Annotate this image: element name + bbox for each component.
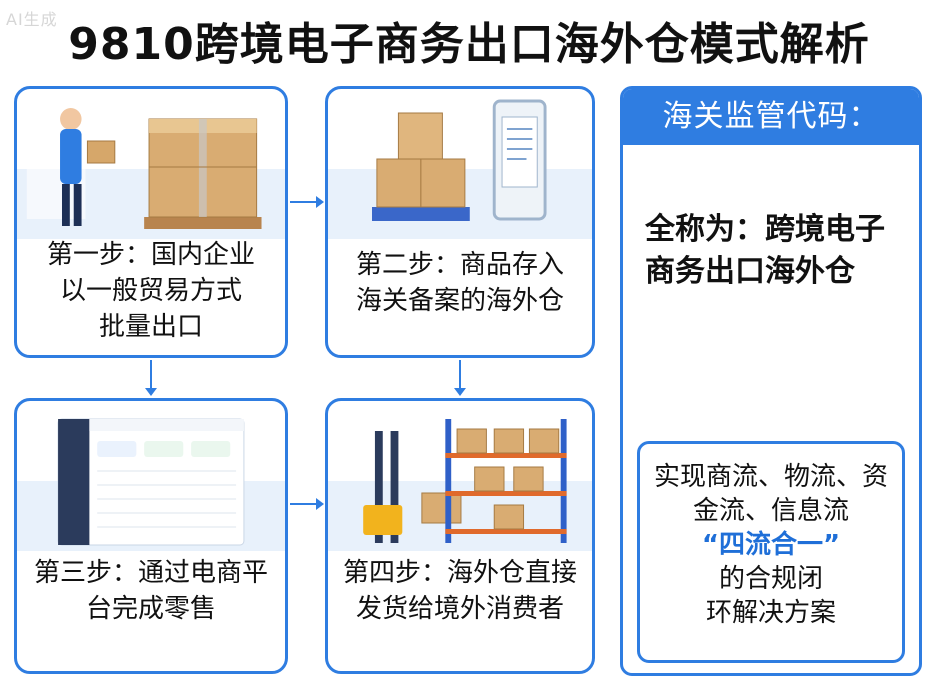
arrow-step3-to-step4 bbox=[290, 498, 324, 510]
exporter-boxes-illustration bbox=[17, 99, 285, 239]
four-flows-line-2: 金流、信息流 bbox=[692, 496, 849, 526]
full-name-line-2: 商务出口海外仓 bbox=[645, 254, 855, 289]
step-3-line-1: 第三步：通过电商平 bbox=[33, 558, 268, 588]
page-title: 9810跨境电子商务出口海外仓模式解析 bbox=[68, 19, 870, 70]
arrow-step1-to-step3 bbox=[145, 360, 157, 396]
full-name-text: 全称为：跨境电子 商务出口海外仓 bbox=[645, 209, 905, 293]
full-name-line-1: 全称为：跨境电子 bbox=[645, 212, 885, 247]
step-4-line-2: 发货给境外消费者 bbox=[355, 594, 564, 624]
step-3-card: 第三步：通过电商平 台完成零售 bbox=[14, 398, 288, 674]
watermark: AI生成 bbox=[6, 10, 58, 29]
step-1-line-1: 第一步：国内企业 bbox=[46, 240, 255, 270]
step-4-card: 第四步：海外仓直接 发货给境外消费者 bbox=[325, 398, 595, 674]
customs-code-panel: 海关监管代码：9810 全称为：跨境电子 商务出口海外仓 实现商流、物流、资 金… bbox=[620, 86, 922, 676]
four-flows-box: 实现商流、物流、资 金流、信息流 “四流合一” 的合规闭 环解决方案 bbox=[637, 441, 905, 663]
step-2-line-2: 海关备案的海外仓 bbox=[355, 286, 564, 316]
four-flows-highlight: “四流合一” bbox=[701, 530, 841, 560]
arrow-step2-to-step4 bbox=[454, 360, 466, 396]
step-1-line-2: 以一般贸易方式 bbox=[59, 276, 242, 306]
ecommerce-dashboard-illustration bbox=[17, 418, 285, 551]
four-flows-line-4: 环解决方案 bbox=[705, 598, 836, 628]
customs-code-header: 海关监管代码：9810 bbox=[623, 89, 919, 190]
step-2-card: 第二步：商品存入 海关备案的海外仓 bbox=[325, 86, 595, 358]
warehouse-storage-illustration bbox=[328, 99, 592, 239]
step-4-line-1: 第四步：海外仓直接 bbox=[342, 558, 577, 588]
four-flows-line-1: 实现商流、物流、资 bbox=[653, 462, 888, 492]
four-flows-line-3: 的合规闭 bbox=[718, 564, 823, 594]
step-1-line-3: 批量出口 bbox=[98, 312, 203, 342]
forklift-shelves-illustration bbox=[328, 419, 592, 551]
step-2-line-1: 第二步：商品存入 bbox=[355, 250, 564, 280]
step-3-line-2: 台完成零售 bbox=[85, 594, 216, 624]
arrow-step1-to-step2 bbox=[290, 196, 324, 208]
step-1-card: 第一步：国内企业 以一般贸易方式 批量出口 bbox=[14, 86, 288, 358]
